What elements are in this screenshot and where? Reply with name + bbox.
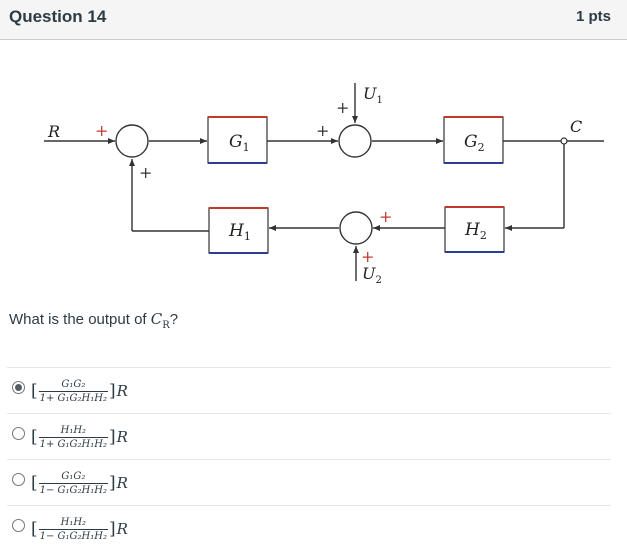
- answer-option-1[interactable]: [ G₁G₂ 1+ G₁G₂H₁H₂ ] R: [7, 367, 611, 413]
- answer-option-4[interactable]: [ H₁H₂ 1− G₁G₂H₁H₂ ] R: [7, 505, 611, 551]
- question-header: Question 14 1 pts: [0, 0, 627, 40]
- output-label: C: [570, 117, 582, 136]
- question-points: 1 pts: [575, 8, 611, 25]
- takeoff-node: [560, 137, 568, 145]
- answer-formula: [ H₁H₂ 1− G₁G₂H₁H₂ ] R: [31, 516, 128, 542]
- answer-formula: [ G₁G₂ 1− G₁G₂H₁H₂ ] R: [31, 470, 128, 496]
- question-suffix: ?: [169, 311, 179, 328]
- g2-label: G2: [464, 132, 485, 154]
- u1-label: U1: [363, 84, 383, 106]
- radio-button[interactable]: [12, 473, 25, 486]
- question-variable: CR: [150, 310, 170, 331]
- radio-button[interactable]: [12, 519, 25, 532]
- answer-variable: R: [116, 474, 128, 492]
- answer-denominator: 1− G₁G₂H₁H₂: [38, 528, 109, 542]
- answer-option-3[interactable]: [ G₁G₂ 1− G₁G₂H₁H₂ ] R: [7, 459, 611, 505]
- block-h2: [444, 206, 505, 253]
- u2-label: U2: [362, 264, 382, 286]
- answer-denominator: 1+ G₁G₂H₁H₂: [38, 436, 109, 450]
- block-h1: [208, 207, 269, 254]
- answer-denominator: 1− G₁G₂H₁H₂: [38, 482, 109, 496]
- summing-junction-1: [115, 124, 149, 158]
- answer-denominator: 1+ G₁G₂H₁H₂: [38, 390, 109, 404]
- plus-sign-r: +: [95, 121, 108, 140]
- block-g2: [443, 116, 504, 164]
- radio-button[interactable]: [12, 427, 25, 440]
- h1-label: H1: [228, 221, 251, 243]
- answer-numerator: G₁G₂: [61, 378, 86, 390]
- g1-label: G1: [229, 132, 250, 154]
- block-g1: [207, 116, 268, 164]
- answer-variable: R: [116, 428, 128, 446]
- radio-button-selected[interactable]: [12, 381, 25, 394]
- answer-numerator: H₁H₂: [60, 516, 87, 528]
- question-prompt: What is the output of: [9, 311, 151, 328]
- h2-label: H2: [464, 220, 487, 242]
- question-title: Question 14: [9, 7, 107, 26]
- plus-sign-u1: +: [336, 98, 349, 117]
- answer-option-2[interactable]: [ H₁H₂ 1+ G₁G₂H₁H₂ ] R: [7, 413, 611, 459]
- answer-formula: [ G₁G₂ 1+ G₁G₂H₁H₂ ] R: [31, 378, 128, 404]
- plus-sign-g1: +: [316, 121, 329, 140]
- answer-variable: R: [116, 382, 128, 400]
- block-diagram: G1 G2 H1 H2 R C U1 U2 + + + + + +: [44, 83, 604, 286]
- summing-junction-3: [339, 211, 373, 245]
- question-text: What is the output of CR?: [9, 310, 178, 331]
- answer-list: [ G₁G₂ 1+ G₁G₂H₁H₂ ] R [ H₁H₂ 1+ G₁G₂H₁H…: [7, 367, 611, 551]
- plus-sign-u2: +: [361, 247, 374, 266]
- plus-sign-h2: +: [379, 207, 392, 226]
- input-label: R: [47, 122, 60, 141]
- answer-numerator: H₁H₂: [60, 424, 87, 436]
- plus-sign-feedback: +: [139, 163, 152, 182]
- summing-junction-2: [338, 124, 372, 158]
- answer-variable: R: [116, 520, 128, 538]
- answer-numerator: G₁G₂: [61, 470, 86, 482]
- answer-formula: [ H₁H₂ 1+ G₁G₂H₁H₂ ] R: [31, 424, 128, 450]
